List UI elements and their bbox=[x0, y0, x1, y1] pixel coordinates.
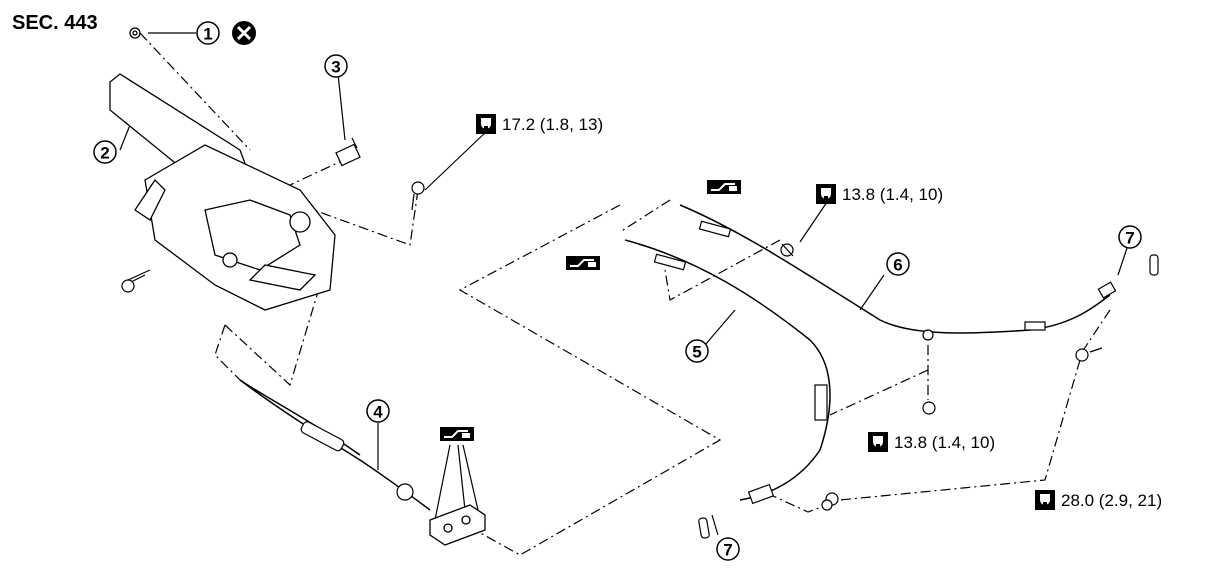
section-label: SEC. 443 bbox=[12, 12, 98, 34]
torque-value-28-0: 28.0 (2.9, 21) bbox=[1061, 491, 1162, 510]
callout-7-bottom: 7 bbox=[723, 541, 732, 560]
callout-7-top: 7 bbox=[1125, 229, 1134, 248]
callout-1: 1 bbox=[203, 25, 212, 44]
torque-wrench-icon bbox=[868, 432, 888, 452]
grease-apply-icon bbox=[565, 255, 601, 271]
callout-3: 3 bbox=[331, 58, 340, 77]
torque-wrench-icon bbox=[1035, 490, 1055, 510]
torque-value-17-2: 17.2 (1.8, 13) bbox=[502, 115, 603, 134]
callout-5: 5 bbox=[692, 343, 701, 362]
callout-6: 6 bbox=[893, 256, 902, 275]
torque-wrench-icon bbox=[816, 184, 836, 204]
grease-apply-icon bbox=[706, 179, 742, 195]
callout-2: 2 bbox=[100, 144, 109, 163]
do-not-reuse-icon bbox=[232, 21, 256, 45]
torque-wrench-icon bbox=[476, 114, 496, 134]
torque-value-13-8-top: 13.8 (1.4, 10) bbox=[842, 185, 943, 204]
callout-4: 4 bbox=[373, 403, 383, 422]
torque-value-13-8-bottom: 13.8 (1.4, 10) bbox=[894, 433, 995, 452]
grease-apply-icon bbox=[439, 426, 475, 442]
